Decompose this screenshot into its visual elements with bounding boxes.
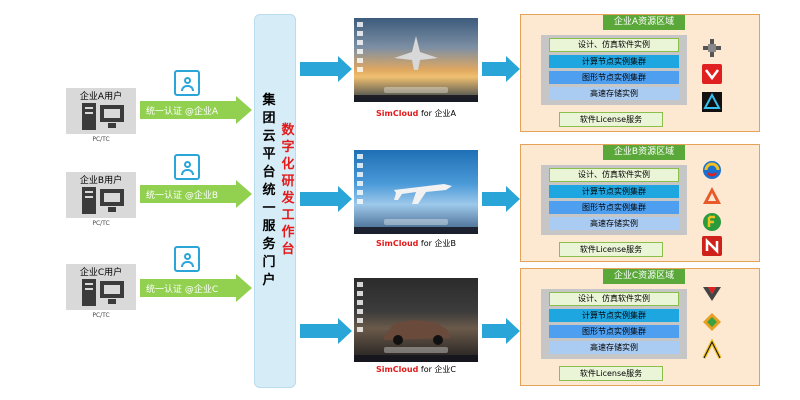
enterprise-c-user-box: 企业C用户 — [66, 264, 136, 310]
enterprise-b-user-label: 企业B用户 — [79, 176, 123, 186]
cloud-a-to-region-arrow — [482, 56, 520, 82]
license-service-box: 软件License服务 — [559, 112, 663, 127]
enterprise-a-auth-label: 统一认证 @企业A — [146, 107, 219, 117]
enterprise-b-auth-arrow: 统一认证 @企业B — [140, 180, 252, 208]
simcloud-b-desktop-screenshot — [354, 150, 478, 234]
compute-cluster-box: 计算节点实例集群 — [549, 309, 679, 322]
enterprise-a-resource-region: 企业A资源区域 设计、仿真软件实例 计算节点实例集群 图形节点实例集群 高速存储… — [520, 14, 760, 132]
cloud-c-to-region-arrow — [482, 318, 520, 344]
simcloud-c-caption: SimCloud for 企业C — [375, 365, 457, 374]
portal-to-cloud-c-arrow — [300, 318, 352, 344]
simcloud-a-caption: SimCloud for 企业A — [376, 109, 456, 118]
enterprise-a-user-box: 企业A用户 — [66, 88, 136, 134]
license-service-box: 软件License服务 — [559, 366, 663, 381]
simcloud-a-desktop-screenshot — [354, 18, 478, 102]
software-instance-box: 设计、仿真软件实例 — [549, 292, 679, 306]
chevron-logo-icon — [703, 287, 721, 301]
cross-logo-icon — [703, 39, 721, 57]
software-instance-box: 设计、仿真软件实例 — [549, 168, 679, 182]
diamond-logo-icon — [703, 313, 721, 331]
jet-icon — [394, 36, 438, 70]
enterprise-a-auth-arrow: 统一认证 @企业A — [140, 96, 252, 124]
enterprise-b-auth-label: 统一认证 @企业B — [146, 191, 219, 201]
face-auth-icon — [174, 154, 200, 180]
pc-tower-icon — [82, 103, 96, 130]
digital-rd-workbench-title: 数 字 化 研 发 工 作 台 — [281, 123, 295, 257]
enterprise-c-auth-arrow: 统一认证 @企业C — [140, 274, 252, 302]
triangle-logo-icon — [703, 187, 721, 204]
compute-cluster-box: 计算节点实例集群 — [549, 185, 679, 198]
storage-instance-box: 高速存储实例 — [549, 87, 679, 100]
solidworks-logo-icon — [702, 64, 722, 84]
group-cloud-portal — [254, 14, 296, 388]
feko-logo-icon — [703, 213, 721, 231]
portal-to-cloud-a-arrow — [300, 56, 352, 82]
enterprise-a-user-label: 企业A用户 — [79, 92, 123, 102]
enterprise-b-device-label: PC/TC — [92, 220, 110, 227]
swirl-logo-icon — [703, 161, 721, 179]
region-c-title: 企业C资源区域 — [603, 269, 685, 284]
enterprise-c-user-label: 企业C用户 — [79, 268, 123, 278]
license-service-box: 软件License服务 — [559, 242, 663, 257]
software-instance-box: 设计、仿真软件实例 — [549, 38, 679, 52]
graphics-cluster-box: 图形节点实例集群 — [549, 201, 679, 214]
pc-tower-icon — [82, 187, 96, 214]
pc-tower-icon — [82, 279, 96, 306]
enterprise-c-resource-region: 企业C资源区域 设计、仿真软件实例 计算节点实例集群 图形节点实例集群 高速存储… — [520, 268, 760, 386]
region-a-title: 企业A资源区域 — [603, 15, 685, 30]
enterprise-a-device-label: PC/TC — [92, 136, 110, 143]
airliner-icon — [394, 184, 452, 204]
enterprise-b-resource-region: 企业B资源区域 设计、仿真软件实例 计算节点实例集群 图形节点实例集群 高速存储… — [520, 144, 760, 262]
graphics-cluster-box: 图形节点实例集群 — [549, 325, 679, 338]
portal-title: 集 团 云 平 台 统 一 服 务 门 户 — [262, 93, 276, 288]
abaqus-logo-icon — [702, 92, 722, 112]
simcloud-c-desktop-screenshot — [354, 278, 478, 362]
graphics-cluster-box: 图形节点实例集群 — [549, 71, 679, 84]
car-icon — [384, 320, 450, 345]
enterprise-b-user-box: 企业B用户 — [66, 172, 136, 218]
a-logo-icon — [702, 339, 722, 359]
monitor-icon — [100, 105, 124, 122]
monitor-icon — [100, 189, 124, 206]
simcloud-b-caption: SimCloud for 企业B — [376, 239, 456, 248]
cloud-b-to-region-arrow — [482, 186, 520, 212]
storage-instance-box: 高速存储实例 — [549, 217, 679, 230]
compute-cluster-box: 计算节点实例集群 — [549, 55, 679, 68]
monitor-icon — [100, 281, 124, 298]
enterprise-c-auth-label: 统一认证 @企业C — [146, 285, 219, 295]
enterprise-c-device-label: PC/TC — [92, 312, 110, 319]
portal-to-cloud-b-arrow — [300, 186, 352, 212]
n-logo-icon — [702, 236, 722, 256]
storage-instance-box: 高速存储实例 — [549, 341, 679, 354]
face-auth-icon — [174, 246, 200, 272]
face-auth-icon — [174, 70, 200, 96]
region-b-title: 企业B资源区域 — [603, 145, 685, 160]
